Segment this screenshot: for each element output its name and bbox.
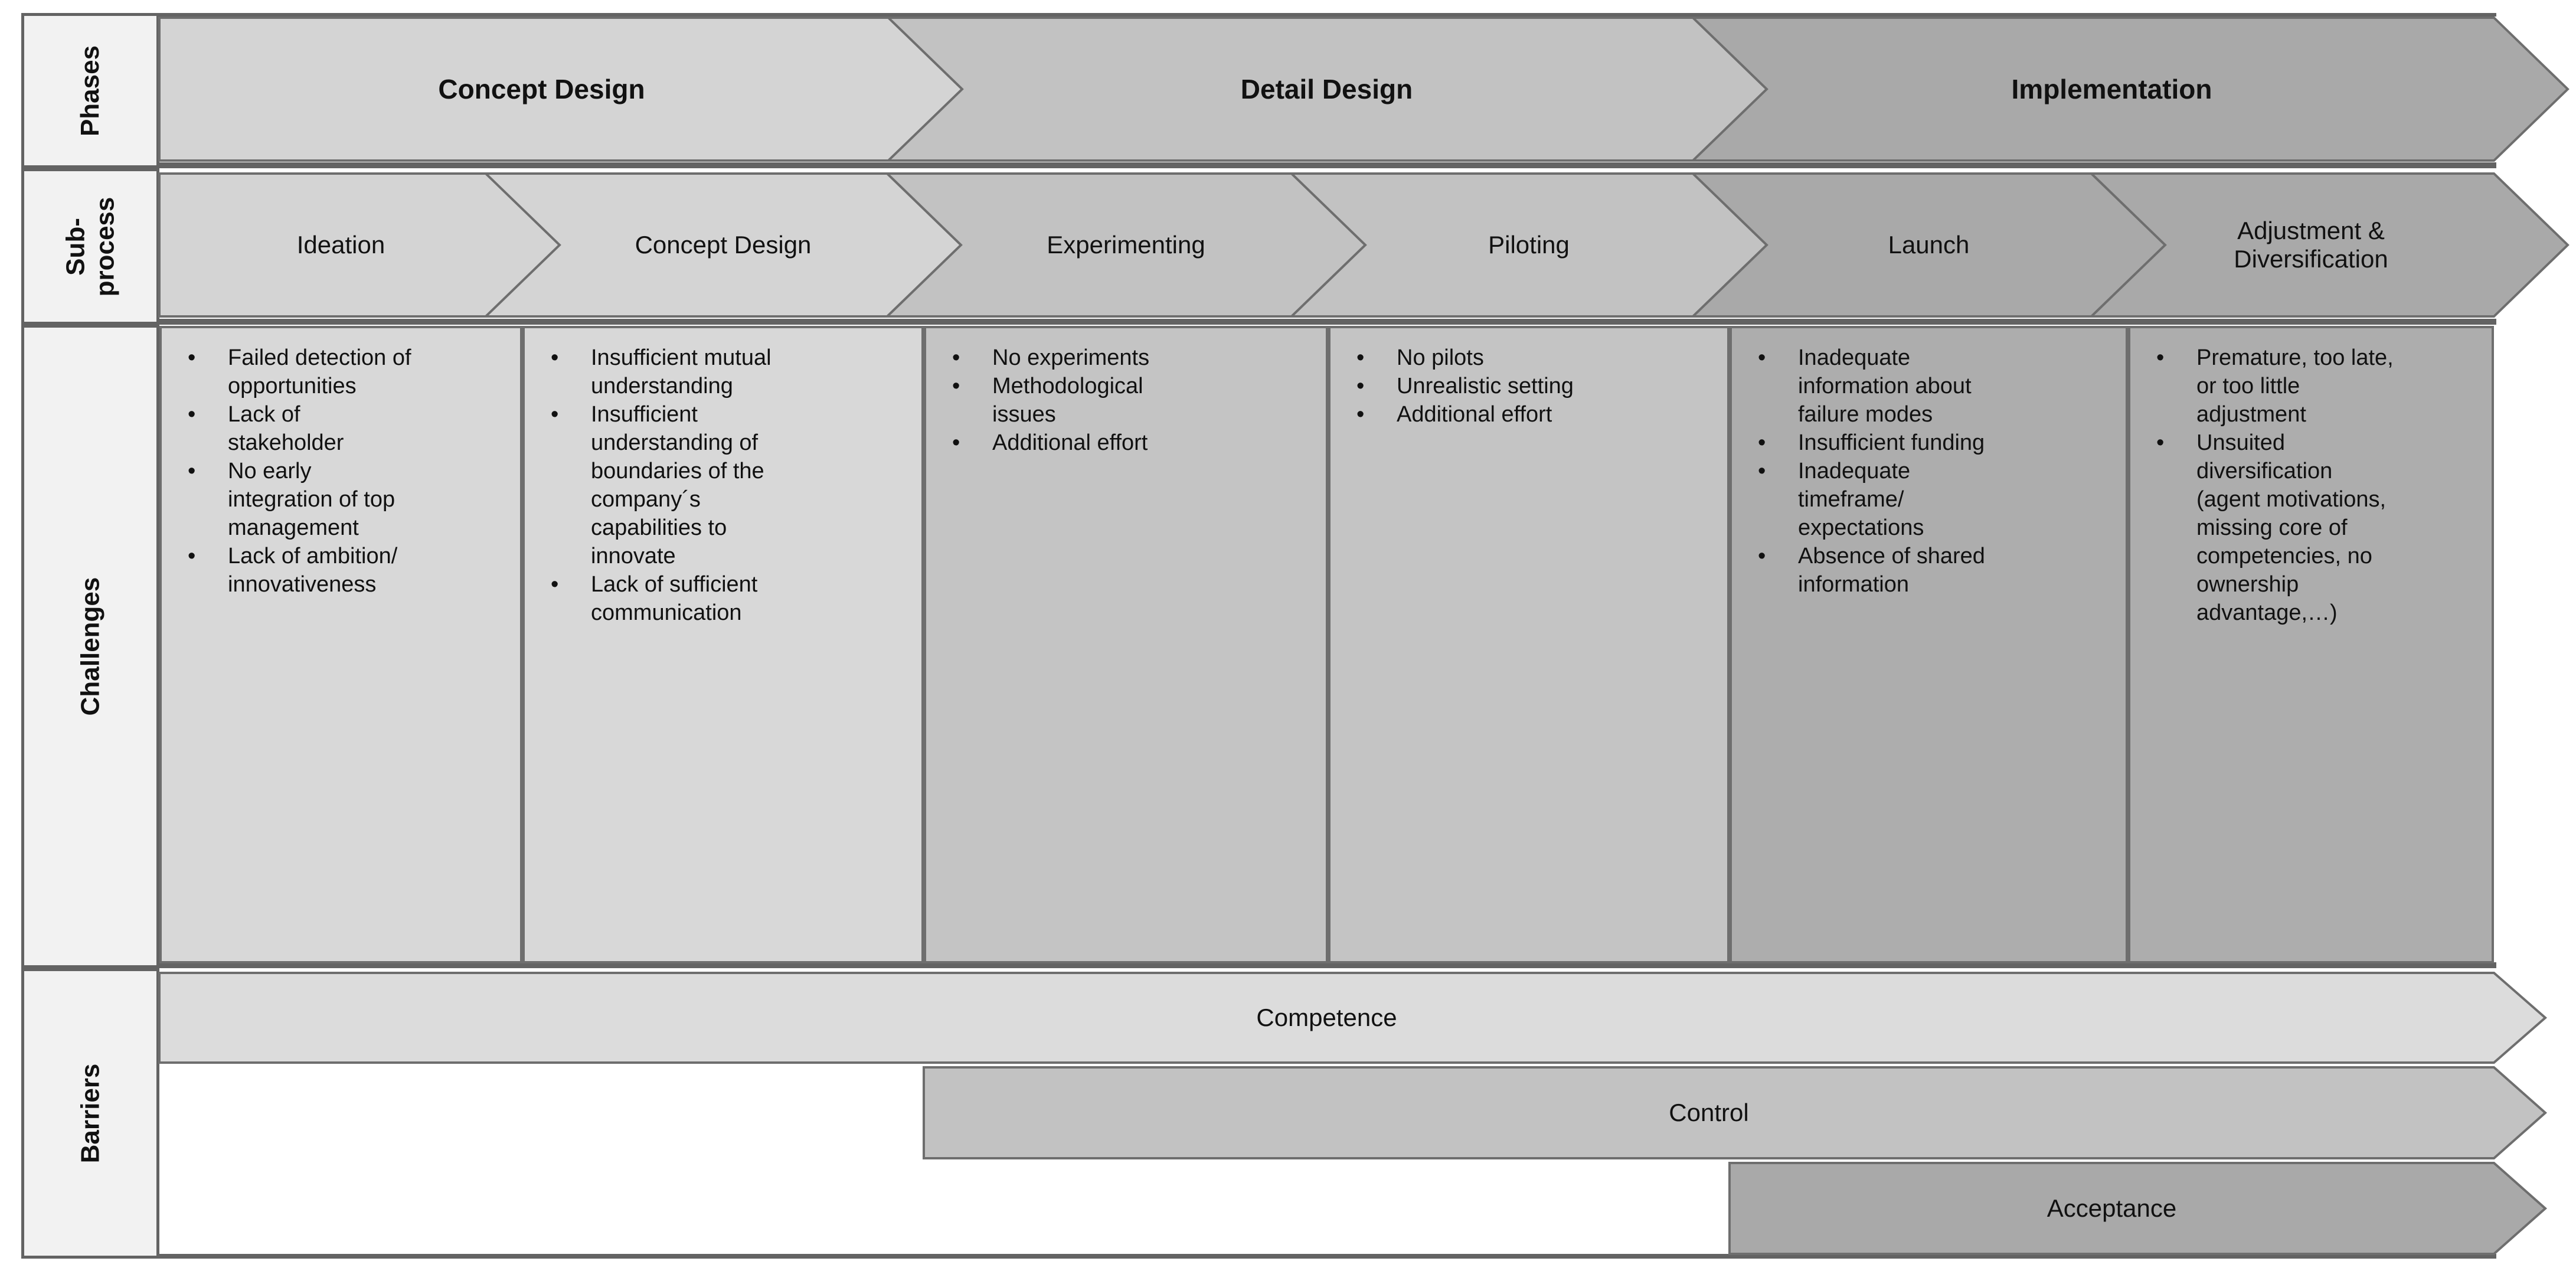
subprocess-label-piloting: Piloting bbox=[1488, 231, 1570, 259]
challenge-item: Inadequate information about failure mod… bbox=[1732, 344, 2117, 429]
challenges-list-concept-design: Insufficient mutual understanding Insuff… bbox=[525, 328, 921, 627]
barrier-bar-control bbox=[923, 1066, 2548, 1159]
challenge-item: Insufficient mutual understanding bbox=[525, 344, 913, 400]
barrier-bar-competence bbox=[158, 972, 2548, 1064]
challenge-item: Unrealistic setting bbox=[1331, 372, 1719, 400]
challenges-list-ideation: Failed detection of opportunities Lack o… bbox=[162, 328, 520, 599]
subprocess-label-concept-design: Concept Design bbox=[635, 231, 812, 259]
challenges-list-experimenting: No experiments Methodological issues Add… bbox=[926, 328, 1326, 457]
challenge-item: Lack of stakeholder bbox=[162, 400, 512, 457]
challenge-item: Lack of ambition/ innovativeness bbox=[162, 542, 512, 599]
challenges-list-adjustment-diversification: Premature, too late, or too little adjus… bbox=[2130, 328, 2492, 627]
row-label-challenges: Challenges bbox=[21, 325, 159, 968]
frame-line-after-challenges bbox=[21, 962, 2496, 968]
subprocess-arrow-adjustment-diversification bbox=[2088, 172, 2570, 318]
frame-line-top bbox=[21, 13, 2496, 17]
phase-label-implementation: Implementation bbox=[2011, 74, 2212, 104]
barrier-bar-acceptance bbox=[1728, 1162, 2548, 1255]
row-label-phases: Phases bbox=[21, 13, 159, 168]
subprocess-label-ideation: Ideation bbox=[296, 231, 385, 259]
challenge-item: Unsuited diversification (agent motivati… bbox=[2130, 429, 2483, 627]
row-label-barriers: Barriers bbox=[21, 968, 159, 1259]
frame-line-after-phases bbox=[21, 162, 2496, 168]
challenge-item: Lack of sufficient communication bbox=[525, 570, 913, 627]
challenge-item: Absence of shared information bbox=[1732, 542, 2117, 599]
frame-line-after-subprocess bbox=[21, 319, 2496, 325]
challenges-list-launch: Inadequate information about failure mod… bbox=[1732, 328, 2126, 599]
challenges-box-launch: Inadequate information about failure mod… bbox=[1730, 326, 2128, 963]
frame-line-bottom bbox=[21, 1254, 2496, 1259]
barrier-label-acceptance: Acceptance bbox=[2047, 1194, 2177, 1222]
challenges-box-piloting: No pilots Unrealistic setting Additional… bbox=[1328, 326, 1730, 963]
row-label-subprocess: Sub- process bbox=[21, 168, 159, 325]
challenge-item: Additional effort bbox=[926, 429, 1318, 457]
challenges-box-experimenting: No experiments Methodological issues Add… bbox=[924, 326, 1328, 963]
challenge-item: Failed detection of opportunities bbox=[162, 344, 512, 400]
challenges-list-piloting: No pilots Unrealistic setting Additional… bbox=[1331, 328, 1727, 429]
phase-label-concept-design: Concept Design bbox=[438, 74, 645, 104]
challenge-item: No pilots bbox=[1331, 344, 1719, 372]
challenges-box-concept-design: Insufficient mutual understanding Insuff… bbox=[522, 326, 924, 963]
challenge-item: Methodological issues bbox=[926, 372, 1318, 429]
challenge-item: Additional effort bbox=[1331, 400, 1719, 429]
subprocess-label-adjustment-diversification: Adjustment & Diversification bbox=[2234, 217, 2388, 273]
challenge-item: Insufficient funding bbox=[1732, 429, 2117, 457]
challenge-item: Insufficient understanding of boundaries… bbox=[525, 400, 913, 570]
challenge-item: Inadequate timeframe/ expectations bbox=[1732, 457, 2117, 542]
phase-arrow-implementation bbox=[1690, 17, 2570, 162]
subprocess-label-launch: Launch bbox=[1888, 231, 1970, 259]
challenge-item: No early integration of top management bbox=[162, 457, 512, 542]
subprocess-label-experimenting: Experimenting bbox=[1047, 231, 1205, 259]
challenges-box-ideation: Failed detection of opportunities Lack o… bbox=[159, 326, 522, 963]
phase-label-detail-design: Detail Design bbox=[1240, 74, 1413, 104]
challenges-box-adjustment-diversification: Premature, too late, or too little adjus… bbox=[2128, 326, 2494, 963]
barrier-label-control: Control bbox=[1669, 1099, 1749, 1126]
barrier-label-competence: Competence bbox=[1256, 1004, 1397, 1031]
challenge-item: No experiments bbox=[926, 344, 1318, 372]
challenge-item: Premature, too late, or too little adjus… bbox=[2130, 344, 2483, 429]
